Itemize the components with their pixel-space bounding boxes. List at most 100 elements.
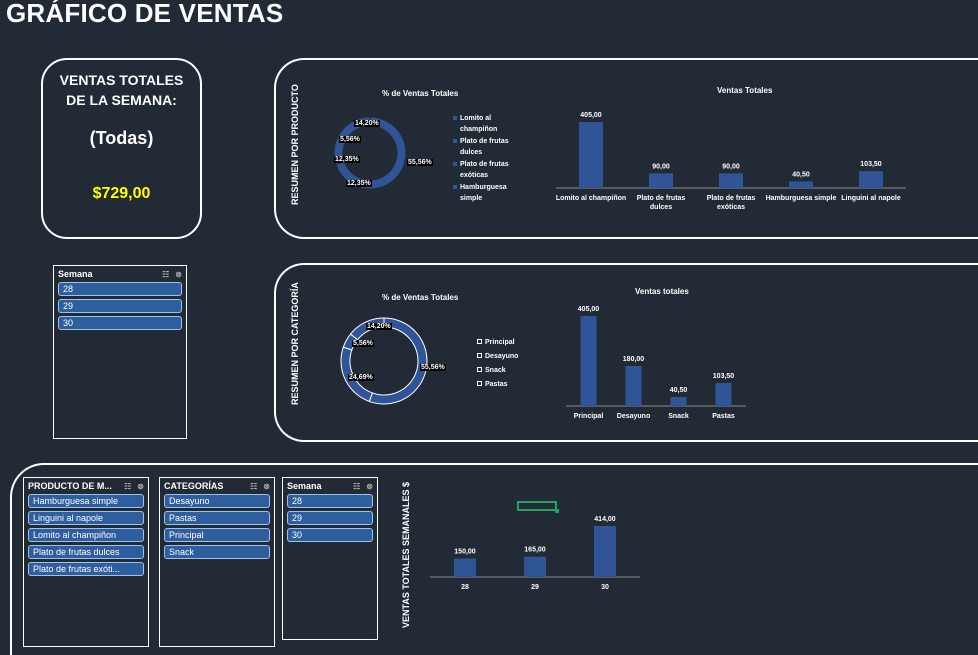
legend-label: Desayuno: [485, 353, 519, 360]
bar[interactable]: [580, 316, 597, 406]
bar-value-label: 103,50: [860, 161, 882, 168]
bar[interactable]: [670, 397, 687, 406]
slicer-item[interactable]: Hamburguesa simple: [28, 494, 144, 508]
product-donut-label-linguini: 12,35%: [346, 180, 372, 187]
bar-value-label: 90,00: [652, 163, 670, 170]
multi-select-icon[interactable]: ☷: [353, 481, 361, 491]
bar-category-label: Snack: [668, 413, 689, 420]
bar[interactable]: [719, 173, 743, 188]
product-donut-label-hamburguesa: 14,20%: [354, 120, 380, 127]
category-bar-title: Ventas totales: [635, 287, 689, 296]
bar[interactable]: [454, 558, 476, 577]
donut-slice[interactable]: [368, 317, 428, 405]
legend-swatch: [453, 116, 457, 120]
legend-label: Principal: [485, 339, 515, 346]
categorias-slicer: CATEGORÍAS ☷ ⊗ Desayuno Pastas Principal…: [159, 477, 275, 647]
slicer-header: CATEGORÍAS ☷ ⊗: [160, 478, 274, 494]
legend-swatch: [453, 185, 457, 189]
slicer-item[interactable]: 30: [287, 528, 373, 542]
slicer-title: Semana: [58, 269, 93, 279]
bar-category-label: Hamburguesa simple: [766, 195, 837, 202]
category-donut-title: % de Ventas Totales: [382, 293, 459, 302]
donut-slice[interactable]: [357, 116, 407, 190]
slicer-item[interactable]: Linguini al napole: [28, 511, 144, 525]
slicer-title: PRODUCTO DE M...: [28, 481, 112, 491]
slicer-icons: ☷ ⊗: [250, 482, 270, 491]
category-donut-label-pastas: 14,20%: [366, 323, 392, 330]
weekly-panel: [10, 463, 978, 655]
slicer-item[interactable]: Plato de frutas dulces: [28, 545, 144, 559]
page-title: GRÁFICO DE VENTAS: [6, 0, 284, 28]
slicer-item[interactable]: Principal: [164, 528, 270, 542]
slicer-item[interactable]: 30: [58, 316, 182, 330]
slicer-title: CATEGORÍAS: [164, 481, 224, 491]
legend-swatch: [477, 353, 482, 358]
slicer-header: Semana ☷ ⊗: [54, 266, 186, 282]
bar[interactable]: [715, 383, 732, 406]
product-donut-label-plato-exoticas: 5,56%: [339, 136, 361, 143]
slicer-icons: ☷ ⊗: [162, 270, 182, 279]
total-sales-label-line1: VENTAS TOTALES: [59, 72, 184, 88]
bar[interactable]: [594, 526, 616, 577]
bar-category-label: dulces: [650, 204, 672, 211]
slicer-item[interactable]: 28: [58, 282, 182, 296]
product-summary-panel: RESUMEN POR PRODUCTO % de Ventas Totales…: [274, 58, 978, 239]
clear-filter-icon[interactable]: ⊗: [366, 481, 373, 491]
legend-item: Lomito al champiñon: [453, 113, 515, 135]
bar[interactable]: [579, 122, 603, 188]
product-donut-title: % de Ventas Totales: [382, 89, 459, 98]
category-donut-label-snack: 5,56%: [352, 340, 374, 347]
multi-select-icon[interactable]: ☷: [250, 481, 258, 491]
legend-item: Desayuno: [477, 350, 537, 363]
bar-value-label: 405,00: [580, 112, 602, 119]
slicer-header: Semana ☷ ⊗: [283, 478, 377, 494]
bar-value-label: 103,50: [713, 373, 735, 380]
multi-select-icon[interactable]: ☷: [162, 269, 170, 279]
bar[interactable]: [524, 556, 546, 577]
legend-item: Hamburguesa simple: [453, 182, 515, 204]
clear-filter-icon[interactable]: ⊗: [263, 481, 270, 491]
slicer-item[interactable]: 29: [287, 511, 373, 525]
producto-slicer: PRODUCTO DE M... ☷ ⊗ Hamburguesa simple …: [23, 477, 149, 647]
selected-cell[interactable]: [517, 501, 559, 513]
bar-category-label: 28: [461, 584, 469, 591]
category-bar-chart[interactable]: 405,00Principal180,00Desayuno40,50Snack1…: [566, 300, 766, 425]
slicer-item[interactable]: Snack: [164, 545, 270, 559]
legend-label: Snack: [485, 367, 506, 374]
slicer-item[interactable]: 29: [58, 299, 182, 313]
legend-swatch: [477, 381, 482, 386]
clear-filter-icon[interactable]: ⊗: [137, 481, 144, 491]
bar-category-label: Plato de frutas: [637, 195, 686, 202]
slicer-item[interactable]: Plato de frutas exóti...: [28, 562, 144, 576]
slicer-icons: ☷ ⊗: [124, 482, 144, 491]
bar[interactable]: [789, 181, 813, 188]
bar[interactable]: [649, 173, 673, 188]
legend-swatch: [477, 339, 482, 344]
category-donut-legend: Principal Desayuno Snack Pastas: [477, 336, 537, 392]
multi-select-icon[interactable]: ☷: [124, 481, 132, 491]
slicer-item[interactable]: Lomito al champiñon: [28, 528, 144, 542]
slicer-icons: ☷ ⊗: [353, 482, 373, 491]
slicer-title: Semana: [287, 481, 322, 491]
slicer-item[interactable]: Pastas: [164, 511, 270, 525]
bar-value-label: 150,00: [454, 549, 476, 556]
bar[interactable]: [625, 366, 642, 406]
slicer-item[interactable]: 28: [287, 494, 373, 508]
bar-value-label: 40,50: [792, 171, 810, 178]
legend-swatch: [453, 139, 457, 143]
product-bar-title: Ventas Totales: [717, 86, 773, 95]
legend-item: Principal: [477, 336, 537, 349]
product-donut-label-lomito: 55,56%: [407, 159, 433, 166]
slicer-item[interactable]: Desayuno: [164, 494, 270, 508]
slicer-header: PRODUCTO DE M... ☷ ⊗: [24, 478, 148, 494]
bar[interactable]: [859, 171, 883, 188]
legend-label: Hamburguesa simple: [460, 184, 507, 202]
bar-category-label: Desayuno: [617, 413, 650, 420]
semana-slicer-bottom: Semana ☷ ⊗ 28 29 30: [282, 477, 378, 640]
legend-item: Snack: [477, 364, 537, 377]
total-sales-filter: (Todas): [89, 128, 154, 148]
clear-filter-icon[interactable]: ⊗: [175, 269, 182, 279]
product-donut-legend: Lomito al champiñon Plato de frutas dulc…: [453, 113, 515, 205]
